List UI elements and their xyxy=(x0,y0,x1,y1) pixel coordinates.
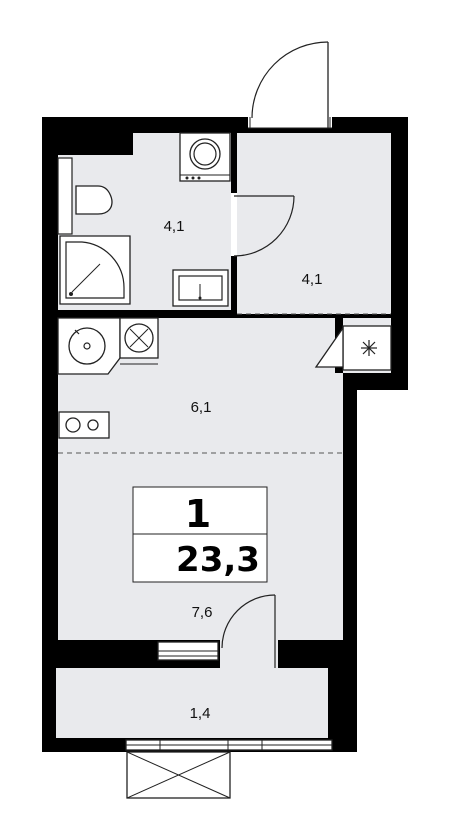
balcony-door-icon[interactable] xyxy=(220,594,278,668)
bathroom-area-label: 4,1 xyxy=(164,218,185,235)
washing-machine-icon xyxy=(179,132,231,182)
hall-area-label: 4,1 xyxy=(302,271,323,288)
dishwasher-icon xyxy=(119,317,159,365)
rooms-count: 1 xyxy=(185,492,211,536)
ac-unit-icon xyxy=(126,751,231,799)
balcony-window-icon xyxy=(125,739,333,751)
partitions xyxy=(42,133,357,668)
floors xyxy=(56,133,391,738)
kitchen-area-label: 6,1 xyxy=(191,399,212,416)
living-area-label: 7,6 xyxy=(192,604,213,621)
toilet-icon xyxy=(57,157,113,235)
ventilation-icon xyxy=(314,325,392,371)
hob-icon xyxy=(58,411,110,439)
total-area: 23,3 xyxy=(176,540,260,580)
sink-icon xyxy=(172,269,229,307)
window-icon xyxy=(157,641,219,661)
kitchen-sink-icon xyxy=(57,317,121,375)
balcony-area-label: 1,4 xyxy=(190,705,211,722)
bathroom-door-icon[interactable] xyxy=(231,193,295,257)
shower-icon xyxy=(59,235,131,305)
summary-box: 1 23,3 xyxy=(132,486,268,583)
entrance-door-icon[interactable] xyxy=(248,41,332,129)
